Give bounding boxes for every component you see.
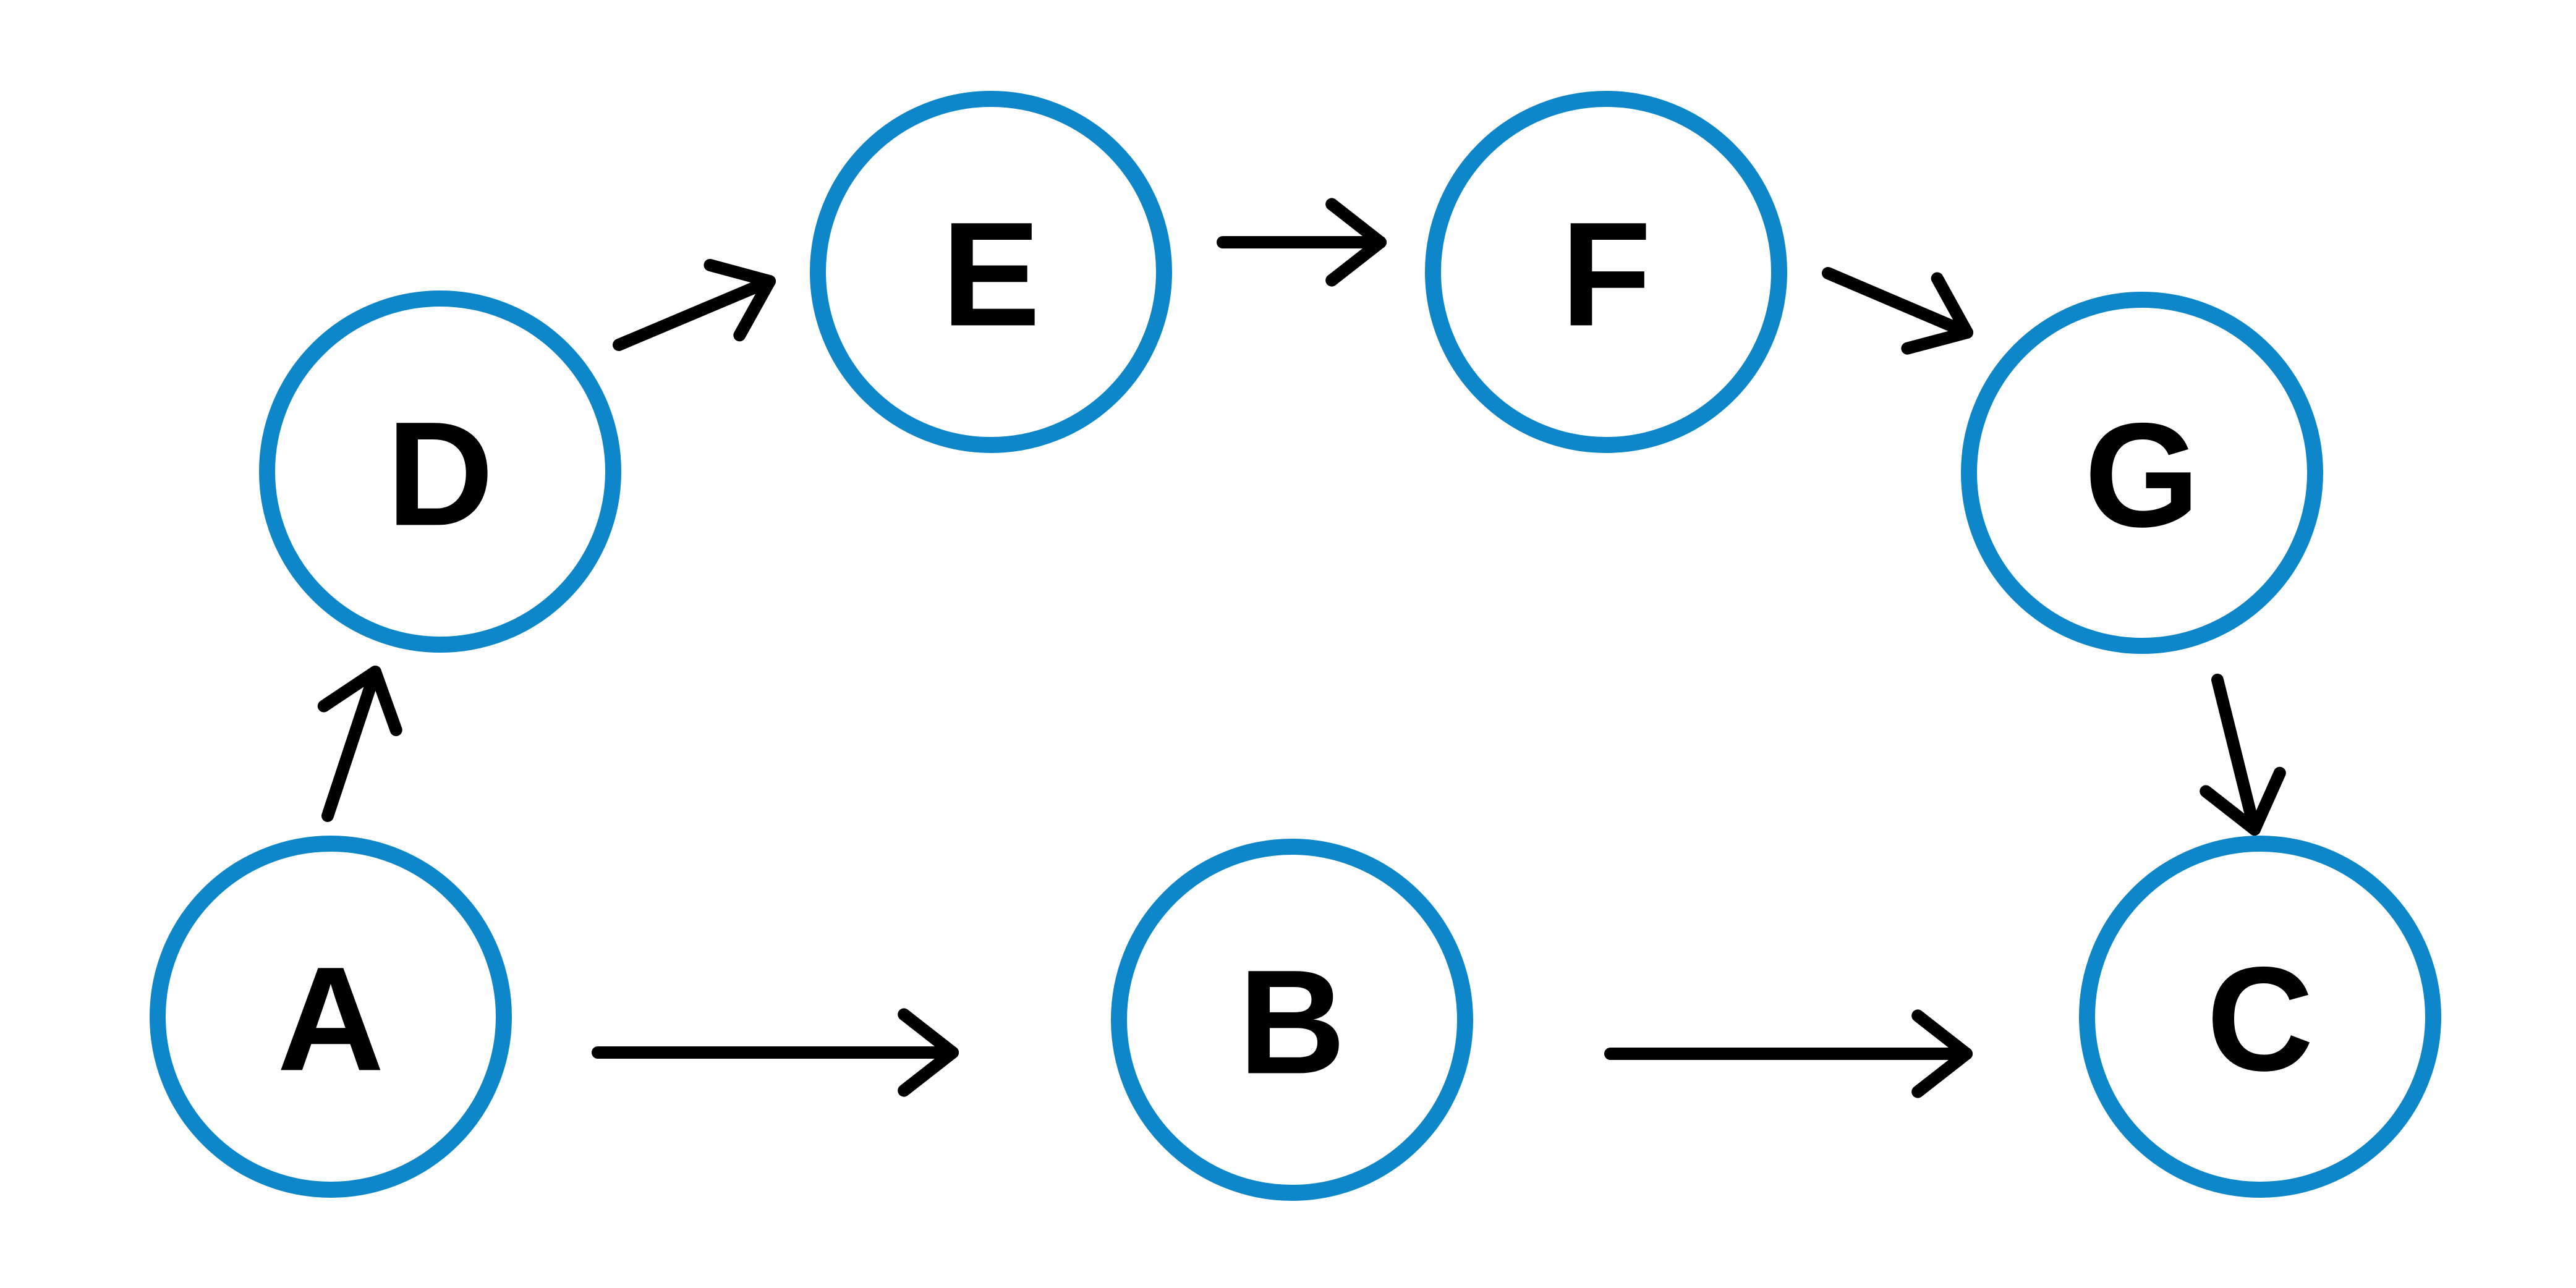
node-circle-F bbox=[1425, 91, 1787, 453]
node-F: F bbox=[1425, 91, 1787, 453]
edge-shaft-G-C bbox=[2211, 674, 2261, 836]
edge-shaft-D-E bbox=[613, 275, 776, 351]
node-label-A: A bbox=[277, 936, 384, 1101]
node-A: A bbox=[150, 836, 512, 1198]
edge-D-E bbox=[613, 258, 776, 351]
node-D: D bbox=[259, 290, 621, 653]
node-circle-E bbox=[810, 91, 1172, 453]
node-label-E: E bbox=[942, 191, 1040, 357]
edge-A-D bbox=[317, 666, 402, 822]
arrowhead-wing2-G-C bbox=[2248, 766, 2286, 836]
edge-B-C bbox=[1604, 1009, 1973, 1098]
nodes-layer: A B C D E F G bbox=[150, 91, 2441, 1201]
node-label-D: D bbox=[386, 391, 493, 556]
arrowhead-wing2-A-B bbox=[898, 1008, 959, 1059]
arrowhead-wing1-E-F bbox=[1325, 236, 1387, 287]
edge-shaft-F-G bbox=[1822, 267, 1973, 339]
node-C: C bbox=[2079, 836, 2441, 1198]
arrowhead-wing1-F-G bbox=[1901, 326, 1973, 355]
edge-E-F bbox=[1217, 198, 1387, 287]
edge-A-B bbox=[592, 1008, 959, 1097]
node-circle-D bbox=[259, 290, 621, 653]
node-circle-C bbox=[2079, 836, 2441, 1198]
arrowhead-wing1-D-E bbox=[733, 275, 776, 342]
node-B: B bbox=[1111, 839, 1473, 1201]
arrowhead-wing2-E-F bbox=[1325, 198, 1387, 248]
edge-G-C bbox=[2200, 674, 2286, 836]
node-label-F: F bbox=[1561, 191, 1652, 357]
arrowhead-wing2-A-D bbox=[317, 666, 381, 713]
node-circle-B bbox=[1111, 839, 1473, 1201]
node-label-G: G bbox=[2085, 392, 2200, 557]
edges-layer bbox=[317, 198, 2286, 1098]
edge-F-G bbox=[1822, 267, 1973, 355]
arrowhead-wing2-B-C bbox=[1911, 1009, 1973, 1060]
arrowhead-wing2-F-G bbox=[1931, 272, 1973, 339]
node-circle-A bbox=[150, 836, 512, 1198]
arrowhead-wing1-A-B bbox=[898, 1046, 959, 1097]
arrowhead-wing1-G-C bbox=[2200, 785, 2261, 836]
arrowhead-wing1-B-C bbox=[1911, 1048, 1973, 1098]
node-label-C: C bbox=[2206, 936, 2313, 1101]
arrowhead-wing1-A-D bbox=[369, 666, 402, 737]
edge-shaft-A-D bbox=[321, 666, 381, 822]
node-label-B: B bbox=[1238, 939, 1345, 1104]
arrowhead-wing2-D-E bbox=[704, 258, 776, 287]
node-circle-G bbox=[1961, 292, 2323, 654]
node-E: E bbox=[810, 91, 1172, 453]
node-G: G bbox=[1961, 292, 2323, 654]
